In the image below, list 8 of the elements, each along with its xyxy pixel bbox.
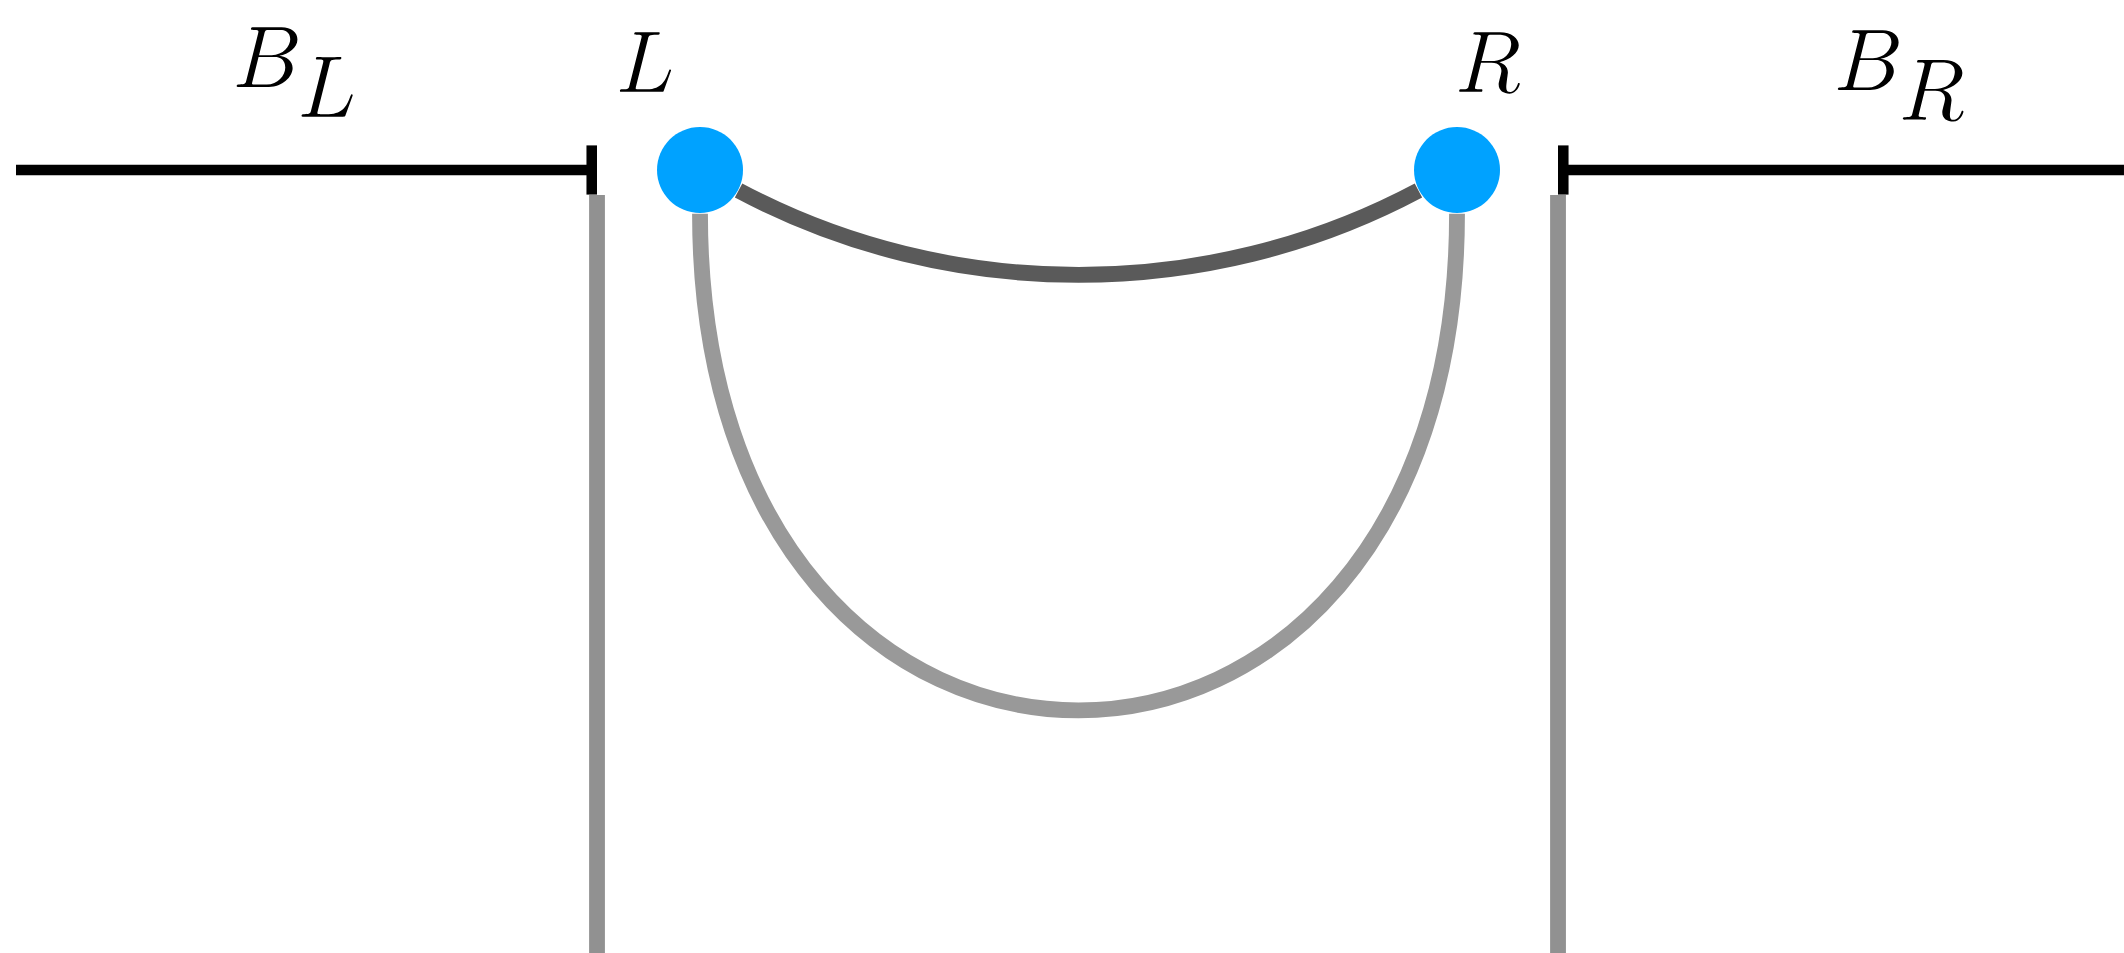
point-label: $L$ [619, 32, 672, 92]
point-label: $R$ [1459, 32, 1520, 94]
curve-line [692, 212, 1465, 718]
curve-line [735, 183, 1422, 283]
point-circle [1414, 127, 1500, 213]
point-circle [657, 127, 743, 213]
region-label: $B_R$ [1837, 30, 1964, 122]
region-label: $B_L$ [236, 27, 353, 117]
